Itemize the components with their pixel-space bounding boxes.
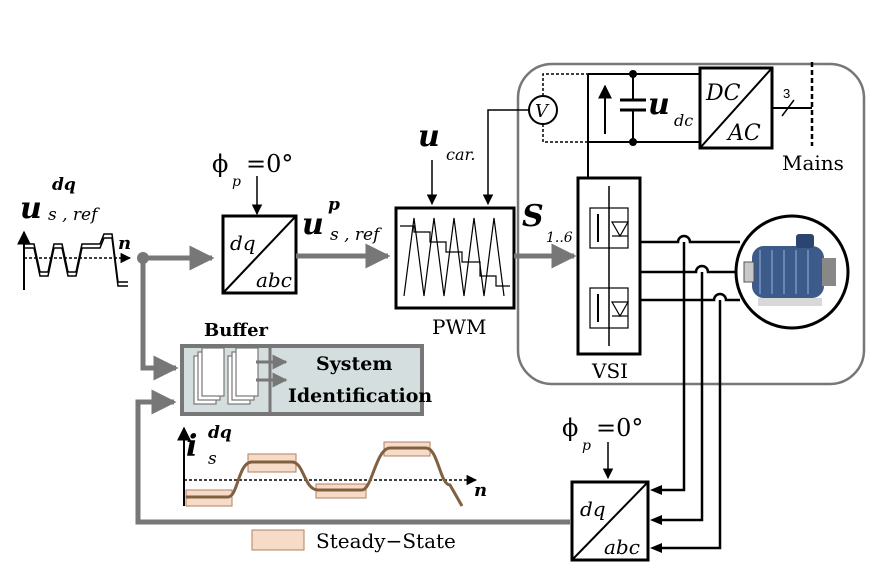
phi-top-value: =0° bbox=[246, 150, 293, 178]
buffer-label: Buffer bbox=[204, 320, 269, 341]
dq-bottom-label: dq bbox=[580, 497, 606, 521]
sysid-label-1: System bbox=[316, 353, 392, 375]
dq-top-label: dq bbox=[230, 231, 256, 255]
u-ref-superscript: dq bbox=[52, 175, 76, 195]
current-probes bbox=[660, 242, 722, 550]
phi-bottom-subscript: p bbox=[582, 438, 591, 454]
three-phase-label: 3 bbox=[783, 86, 790, 101]
abc-bottom-label: abc bbox=[604, 535, 640, 559]
udc-subscript: dc bbox=[674, 111, 693, 130]
is-superscript: dq bbox=[208, 423, 232, 443]
pwm-block bbox=[394, 206, 516, 310]
u-p-label: u bbox=[302, 207, 324, 242]
n-top-label: n bbox=[118, 233, 131, 254]
signal-to-buffer bbox=[140, 258, 179, 381]
current-arrow-b bbox=[650, 515, 662, 525]
dc-label: DC bbox=[705, 81, 741, 106]
sysid-label-2: Identification bbox=[288, 385, 432, 407]
current-trace bbox=[186, 446, 464, 507]
inverter-enclosure bbox=[516, 62, 866, 386]
pwm-label: PWM bbox=[432, 315, 487, 339]
current-arrow-c bbox=[650, 543, 662, 553]
s-label: S bbox=[522, 199, 544, 234]
feedback-to-sysid bbox=[135, 389, 570, 525]
current-arrow-a bbox=[650, 485, 662, 495]
legend-label: Steady−State bbox=[316, 529, 456, 553]
u-p-superscript: p bbox=[328, 195, 340, 215]
abc-top-label: abc bbox=[256, 268, 292, 292]
is-label: i bbox=[186, 429, 197, 464]
udc-label: u bbox=[648, 87, 670, 122]
three-phase-tick bbox=[781, 99, 795, 117]
buffer-stack-icon bbox=[193, 347, 259, 405]
dq-abc-block-bottom bbox=[570, 480, 650, 562]
mains-label: Mains bbox=[782, 151, 844, 175]
s-subscript: 1..6 bbox=[546, 230, 573, 246]
ref-waveform-1 bbox=[24, 233, 128, 283]
voltage-meter-label: V bbox=[535, 101, 550, 122]
phi-top-subscript: p bbox=[232, 174, 241, 190]
legend-swatch bbox=[251, 529, 305, 551]
phi-bottom-symbol: ϕ bbox=[562, 414, 578, 442]
current-plot bbox=[177, 426, 478, 507]
phi-bottom-value: =0° bbox=[596, 414, 643, 442]
u-car-label: u bbox=[418, 119, 440, 154]
u-p-subscript: s , ref bbox=[330, 225, 382, 245]
u-ref-subscript: s , ref bbox=[48, 205, 100, 225]
is-subscript: s bbox=[208, 449, 217, 469]
n-bottom-label: n bbox=[474, 480, 487, 501]
vsi-label: VSI bbox=[591, 359, 628, 383]
ref-waveform-2 bbox=[24, 237, 128, 287]
ac-label: AC bbox=[726, 121, 761, 146]
phi-top-symbol: ϕ bbox=[212, 150, 228, 178]
voltage-feedback-arrow bbox=[482, 109, 529, 206]
u-ref-label: u bbox=[20, 191, 42, 226]
sysid-block bbox=[180, 344, 424, 416]
dc-ac-converter bbox=[698, 66, 774, 150]
dc-link-capacitor bbox=[620, 70, 646, 146]
u-car-subscript: car. bbox=[446, 145, 475, 164]
vsi-block bbox=[576, 176, 642, 356]
reference-voltage-plot bbox=[17, 230, 132, 290]
motor-icon bbox=[734, 214, 850, 330]
phase-wires bbox=[640, 234, 740, 302]
